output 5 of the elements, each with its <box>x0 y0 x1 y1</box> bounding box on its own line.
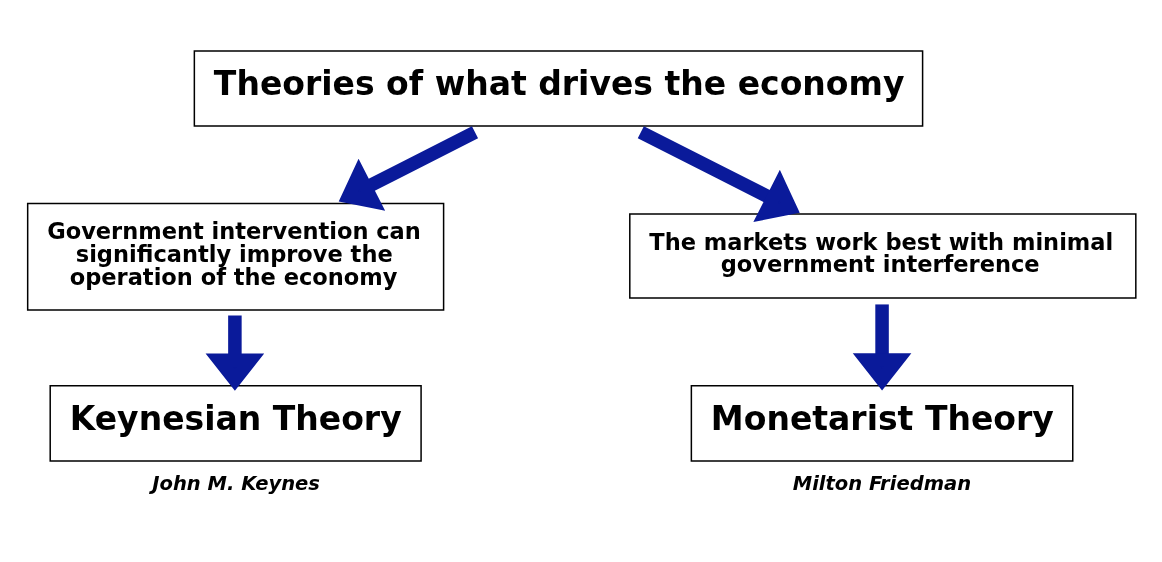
node-label: Milton Friedman <box>792 471 972 495</box>
arrow <box>852 303 912 390</box>
arrow <box>338 125 479 211</box>
arrow <box>205 315 265 391</box>
arrow <box>637 125 800 222</box>
